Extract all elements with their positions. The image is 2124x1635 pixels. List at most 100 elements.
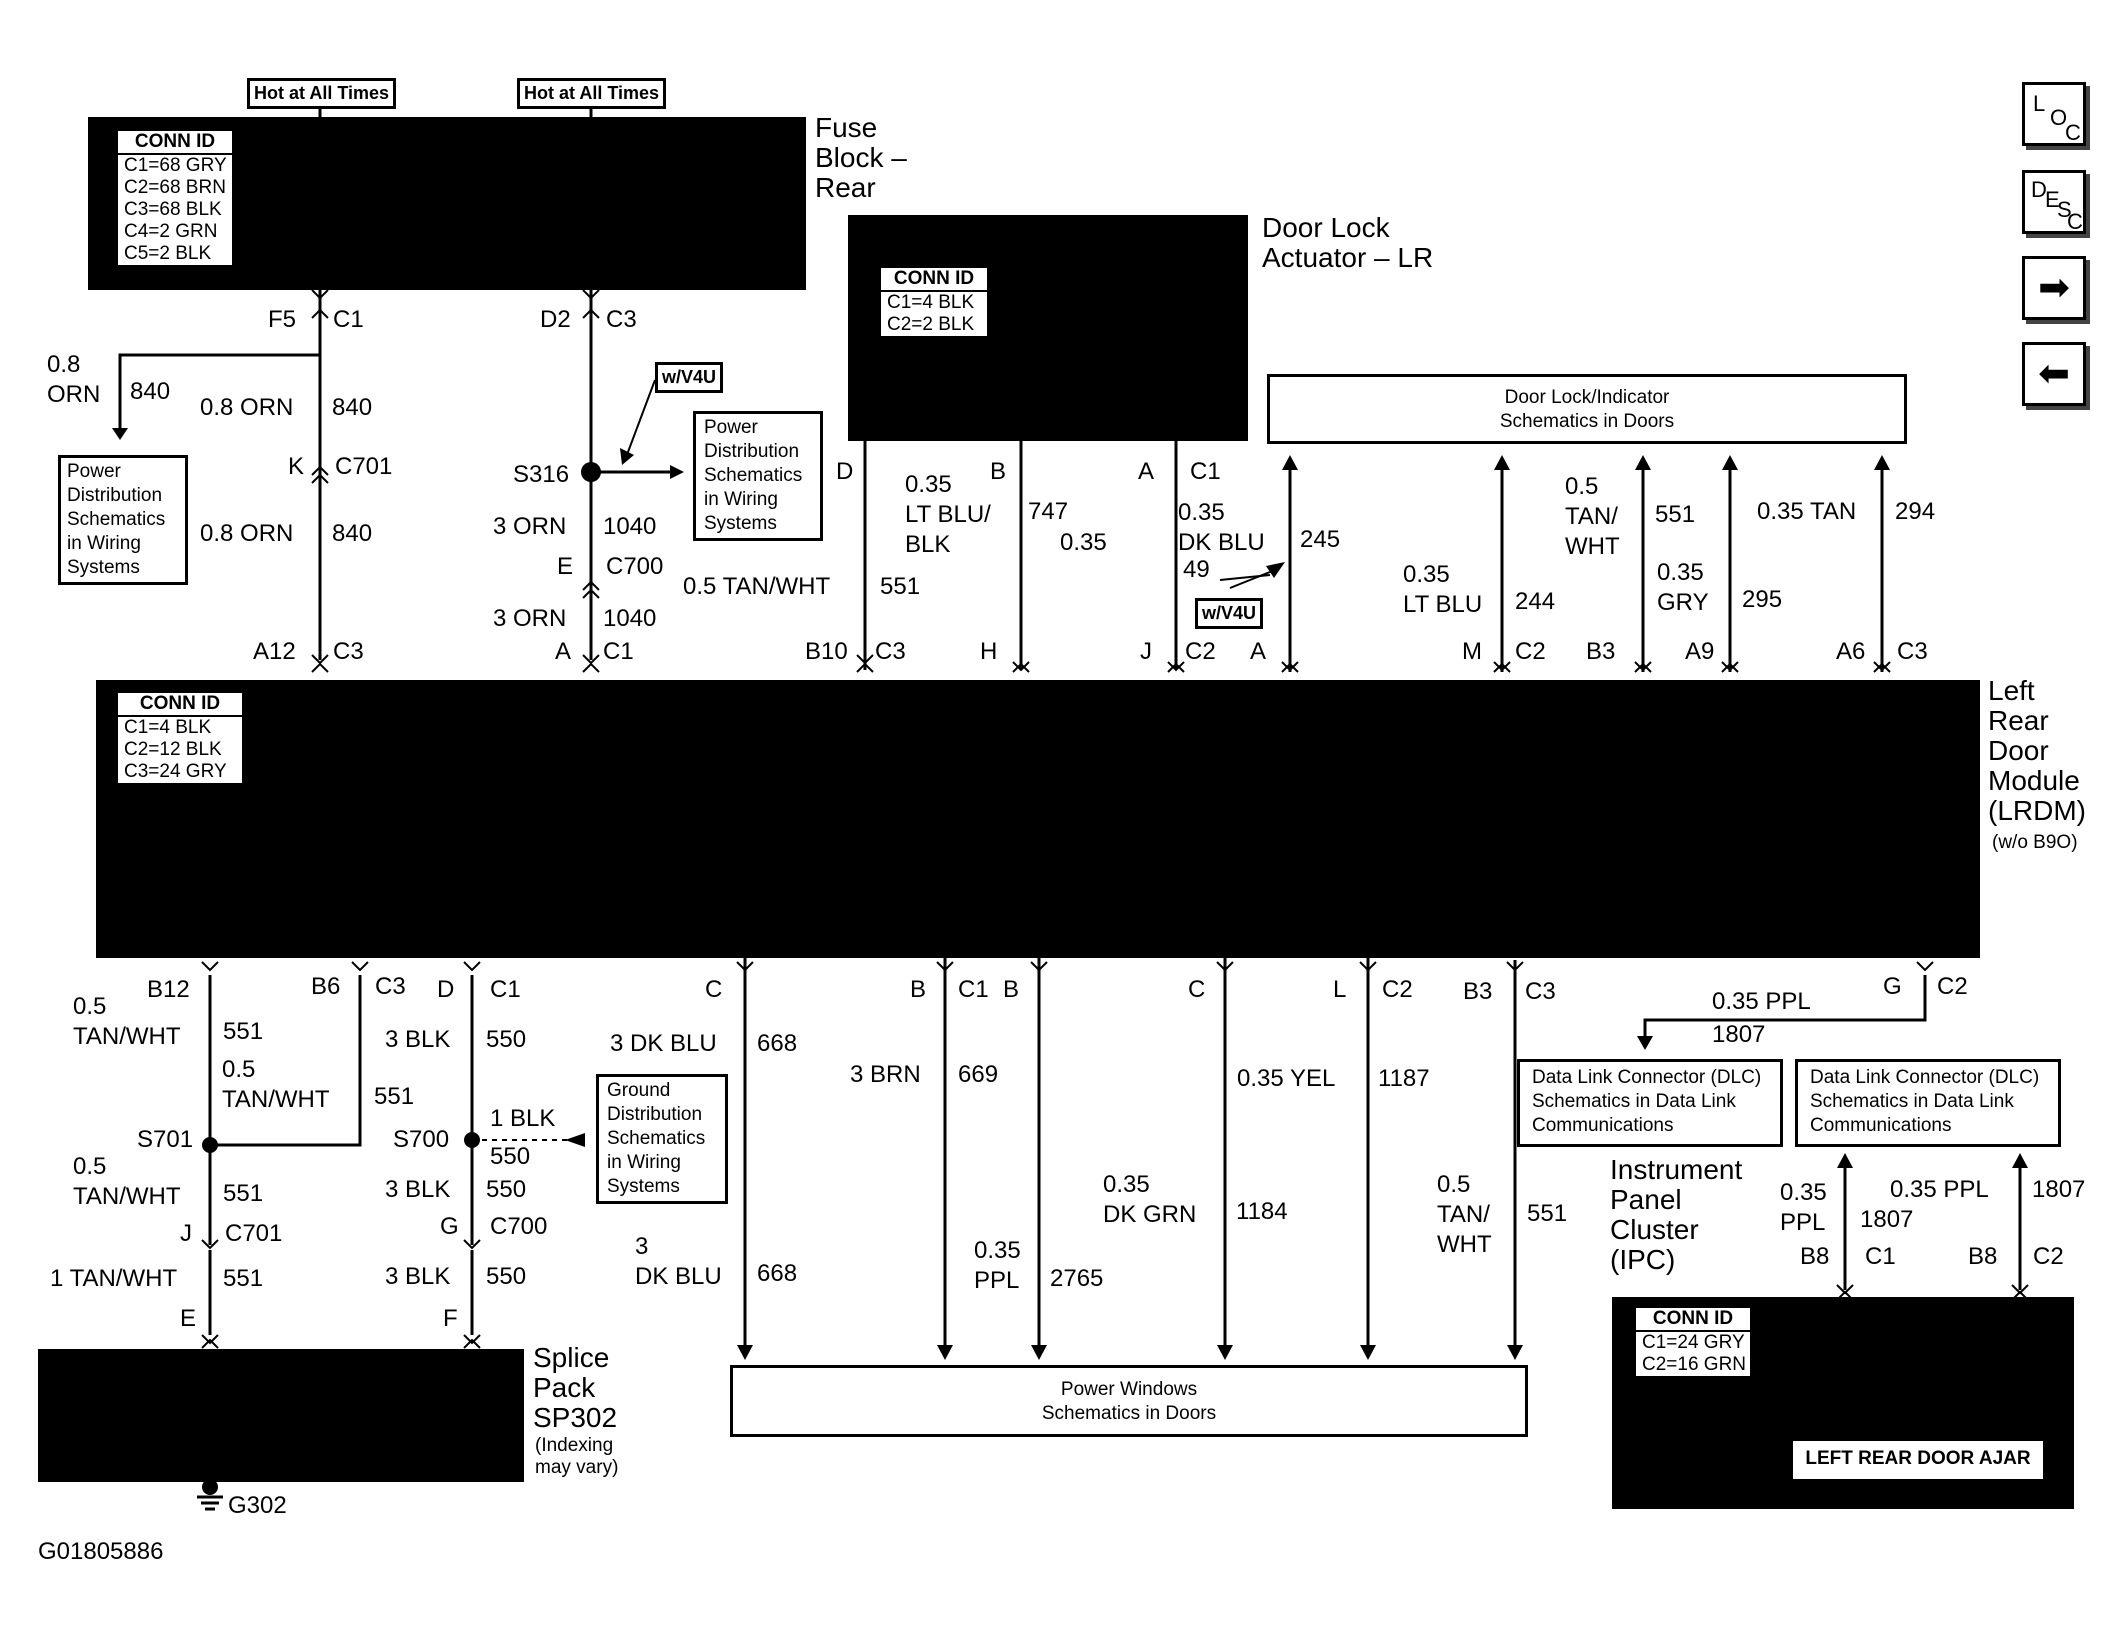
wire-840-c-num: 840: [332, 520, 373, 547]
power-distribution-box-right[interactable]: Power Distribution Schematics in Wiring …: [693, 411, 823, 541]
wire-1807-a: 0.35 PPL: [1712, 988, 1811, 1015]
battery-positive-voltage-2: Battery Positive Voltage: [560, 693, 627, 762]
conn-id-row: C5=2 BLK: [124, 243, 212, 264]
pw-front-up-label: Power Window Switch Front Up Signal: [1267, 829, 1341, 946]
wire-668-b-num: 668: [757, 1260, 798, 1287]
conn-id-row: C1=4 BLK: [124, 717, 212, 738]
connector-f: F: [443, 1305, 458, 1332]
lr-door-ajar-signal-label: LR Door Ajar Switch Signal: [1057, 698, 1134, 791]
wire-551-g: 0.5 TAN/ WHT: [1437, 1171, 1492, 1258]
connector-c3c: C3: [875, 638, 906, 665]
w-v4u-tag-2: w/V4U: [1195, 598, 1264, 629]
power-distribution-box-left[interactable]: Power Distribution Schematics in Wiring …: [58, 455, 188, 585]
pin-c6: C: [1188, 976, 1206, 1003]
wire-551-d: 0.5 TAN/WHT: [222, 1056, 330, 1113]
wire-840-b-num: 840: [332, 394, 373, 421]
door-lock-actuator-title: Door Lock Actuator – LR: [1262, 212, 1434, 273]
splice-s701: S701: [137, 1126, 194, 1153]
connector-c700: C700: [606, 553, 664, 580]
wire-2765-num: 2765: [1050, 1265, 1104, 1292]
dlc-schematics-box-1[interactable]: Data Link Connector (DLC) Schematics in …: [1517, 1059, 1783, 1147]
conn-id-row: C3=24 GRY: [124, 761, 227, 782]
lrdm-title: Left Rear Door Module (LRDM): [1988, 675, 2086, 826]
wire-1040-a: 3 ORN: [493, 513, 567, 540]
motor-unlock-label: Door Lock Motor Unlock: [1910, 689, 1969, 782]
loc-icon: L: [2033, 91, 2046, 116]
wire-1807-c: 0.35 PPL: [1890, 1176, 1989, 1203]
bplus-10: B+: [1210, 825, 1234, 846]
door-lock-indicator-schematics-box[interactable]: Door Lock/Indicator Schematics in Doors: [1267, 374, 1907, 444]
wire-1807-b: 0.35 PPL: [1780, 1179, 1827, 1236]
pin-d: D: [836, 458, 854, 485]
ground-label-bottom-3: Ground: [439, 929, 503, 950]
conn-id-header: CONN ID: [1636, 1308, 1750, 1332]
ajar-switch-label: Ajar Switch: [1030, 366, 1086, 410]
wire-294-num: 294: [1895, 498, 1936, 525]
wire-550-d: 3 BLK: [385, 1263, 451, 1290]
passenger-lock-label: Passenger Door Lock Switch Lock (Control…: [1545, 711, 1679, 828]
connector-b6: B6: [311, 973, 341, 1000]
previous-page-button[interactable]: ⬅: [2022, 342, 2086, 406]
fuse1-top-pin: B5: [283, 144, 307, 165]
splice-pack-gd-note: Ground Distribution Schematics in Wiring…: [45, 1356, 144, 1473]
wire-668-a-num: 668: [757, 1030, 798, 1057]
wire-669: 3 BRN: [850, 1061, 921, 1088]
pin-a: A: [1138, 458, 1155, 485]
wire-840-a: 0.8 ORN: [47, 351, 101, 408]
passenger-unlock-label: Passenger Door Lock Switch Unlock (Contr…: [1327, 700, 1461, 817]
ground-g302: G302: [228, 1492, 287, 1519]
wire-747-num: 747: [1028, 498, 1069, 525]
wire-1807-c-num: 1807: [2032, 1176, 2086, 1203]
bplus-4: B+: [1487, 806, 1511, 827]
wire-1184: 0.35 DK GRN: [1103, 1171, 1197, 1228]
wire-550-a-num: 550: [486, 1026, 527, 1053]
bplus-3: B+: [1275, 792, 1299, 813]
connector-a12: A12: [253, 638, 296, 665]
wire-551-e: 0.5 TAN/WHT: [73, 1153, 181, 1210]
ground-distribution-box[interactable]: Ground Distribution Schematics in Wiring…: [596, 1074, 728, 1204]
conn-id-row: C2=16 GRN: [1642, 1354, 1747, 1375]
connector-c3f: C3: [1525, 978, 1556, 1005]
conn-id-header: CONN ID: [118, 693, 242, 717]
wire-550-a: 3 BLK: [385, 1026, 451, 1053]
right-arrow-icon: ➡: [2038, 267, 2070, 309]
bplus-2: B+: [1160, 792, 1184, 813]
wire-668-a: 3 DK BLU: [610, 1030, 717, 1057]
connector-a: A: [555, 638, 572, 665]
connector-k: K: [288, 453, 305, 480]
battery-positive-voltage-1: Battery Positive Voltage: [288, 691, 355, 760]
pin-a3: A: [1250, 638, 1267, 665]
left-rear-door-ajar-display: LEFT REAR DOOR AJAR: [1790, 1438, 2046, 1482]
wire-1040-b: 3 ORN: [493, 605, 567, 632]
connector-b12: B12: [147, 976, 190, 1003]
wire-1187-num: 1187: [1378, 1065, 1430, 1092]
conn-id-row: C4=2 GRN: [124, 221, 218, 242]
connector-c2e: C2: [2033, 1243, 2064, 1270]
connector-c1f: C1: [1865, 1243, 1896, 1270]
wire-244-num: 244: [1515, 588, 1556, 615]
conn-id-row: C1=68 GRY: [124, 155, 227, 176]
wire-245-num: 245: [1300, 526, 1341, 553]
connector-c3b: C3: [333, 638, 364, 665]
wire-747: 0.35 LT BLU/ BLK: [905, 471, 991, 558]
ground-label-bottom-2: Ground: [327, 929, 391, 950]
power-windows-schematics-box[interactable]: Power Windows Schematics in Doors: [730, 1365, 1528, 1437]
wire-551-a-num: 551: [880, 573, 921, 600]
connector-g2: G: [440, 1213, 459, 1240]
driver-information-center-label: Driver Information Center: [1680, 1431, 1776, 1500]
next-page-button[interactable]: ➡: [2022, 256, 2086, 320]
fuse1-name: RRDR MDL Fuse 10 A: [338, 143, 439, 212]
dlc-schematics-box-2[interactable]: Data Link Connector (DLC) Schematics in …: [1795, 1059, 2061, 1147]
conn-id-header: CONN ID: [881, 268, 987, 292]
bplus-9: B+: [1025, 825, 1049, 846]
pin-b3b: B3: [1463, 978, 1493, 1005]
connector-d2: D2: [540, 306, 571, 333]
ipc-class2-b: Class 2 Serial Data: [1985, 1334, 2049, 1403]
fuse-block-conn-id: CONN ID C1=68 GRY C2=68 BRN C3=68 BLK C4…: [115, 128, 235, 268]
wire-244: 0.35 LT BLU: [1403, 561, 1483, 618]
connector-c1b: C1: [603, 638, 634, 665]
wire-551-b: 0.5 TAN/ WHT: [1565, 473, 1620, 560]
